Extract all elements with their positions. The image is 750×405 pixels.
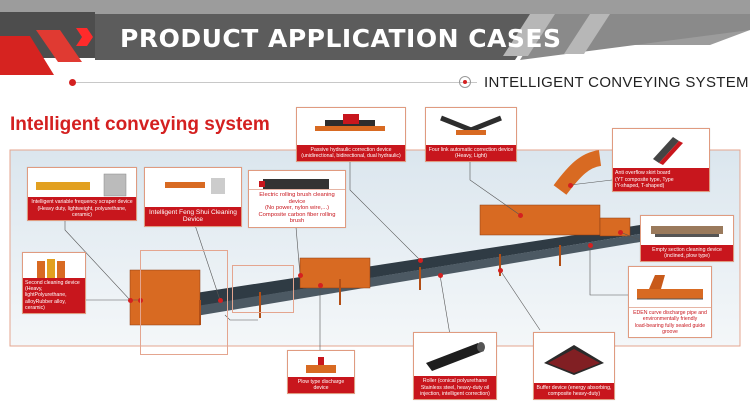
connector-dot [498, 268, 503, 273]
variable-scraper-label: Intelligent variable frequency scraper d… [28, 197, 136, 220]
eden-curve-label: EDEN curve discharge pipe and environmen… [629, 307, 711, 337]
rolling-brush-image [259, 179, 329, 189]
hydraulic-device-image [315, 114, 385, 131]
divider-dot [69, 79, 76, 86]
plow-device-image [306, 357, 336, 373]
anti-overflow-card[interactable]: Anti overflow skirt board (YT composite … [612, 128, 710, 192]
connector-dot [298, 273, 303, 278]
connector-dot [568, 183, 573, 188]
variable-scraper-card[interactable]: Intelligent variable frequency scraper d… [27, 167, 137, 221]
feng-shui-image [165, 178, 225, 194]
second-cleaning-label: Second cleaning device (Heavy, lightPoly… [23, 277, 85, 313]
anti-overflow-label: Anti overflow skirt board (YT composite … [613, 168, 709, 191]
feng-shui-card[interactable]: Intelligent Feng Shui Cleaning Device [144, 167, 242, 227]
empty-section-card[interactable]: Empty section cleaning device (inclined,… [640, 215, 734, 262]
rolling-brush-card[interactable]: Electric rolling brush cleaning device (… [248, 170, 346, 228]
connector-dot [418, 258, 423, 263]
scraper-device-image [36, 173, 127, 197]
roller-card[interactable]: Roller (conical polyurethane Stainless s… [413, 332, 497, 400]
rolling-brush-label: Electric rolling brush cleaning device (… [249, 189, 345, 227]
second-cleaning-image [37, 259, 65, 279]
page-title: PRODUCT APPLICATION CASES [120, 24, 562, 53]
feng-shui-label: Intelligent Feng Shui Cleaning Device [145, 206, 241, 226]
divider-line [72, 82, 477, 83]
roller-label: Roller (conical polyurethane Stainless s… [414, 376, 496, 399]
passive-hydraulic-card[interactable]: Passive hydraulic correction device (uni… [296, 107, 406, 162]
second-cleaning-card[interactable]: Second cleaning device (Heavy, lightPoly… [22, 252, 86, 314]
section-subtitle: INTELLIGENT CONVEYING SYSTEM [484, 74, 749, 91]
passive-hydraulic-label: Passive hydraulic correction device (uni… [297, 144, 405, 161]
arrow-icon [76, 28, 93, 46]
header-banner [0, 0, 750, 75]
eden-pipe-image [637, 275, 703, 300]
rolling-brush-frame [232, 265, 294, 313]
four-link-device-image [440, 115, 502, 135]
empty-section-label: Empty section cleaning device (inclined,… [641, 244, 733, 261]
feng-shui-frame [140, 250, 228, 355]
connector-dot [588, 243, 593, 248]
target-icon [459, 76, 471, 88]
plow-type-card[interactable]: Plow type discharge device [287, 350, 355, 394]
connector-dot [438, 273, 443, 278]
connector-dot [318, 283, 323, 288]
roller-image [426, 342, 485, 371]
connector-dot [128, 298, 133, 303]
buffer-bed-image [544, 345, 604, 375]
connector-dot [618, 230, 623, 235]
four-link-card[interactable]: Four link automatic correction device (H… [425, 107, 517, 162]
skirt-board-image [653, 137, 683, 165]
conveyor-section-title: Intelligent conveying system [10, 114, 270, 135]
plow-type-label: Plow type discharge device [288, 376, 354, 393]
four-link-label: Four link automatic correction device (H… [426, 144, 516, 161]
buffer-card[interactable]: Buffer device (energy absorbing, composi… [533, 332, 615, 400]
buffer-label: Buffer device (energy absorbing, composi… [534, 382, 614, 399]
connector-dot [518, 213, 523, 218]
eden-curve-card[interactable]: EDEN curve discharge pipe and environmen… [628, 266, 712, 338]
connector-dot [218, 298, 223, 303]
empty-section-image [651, 226, 723, 237]
